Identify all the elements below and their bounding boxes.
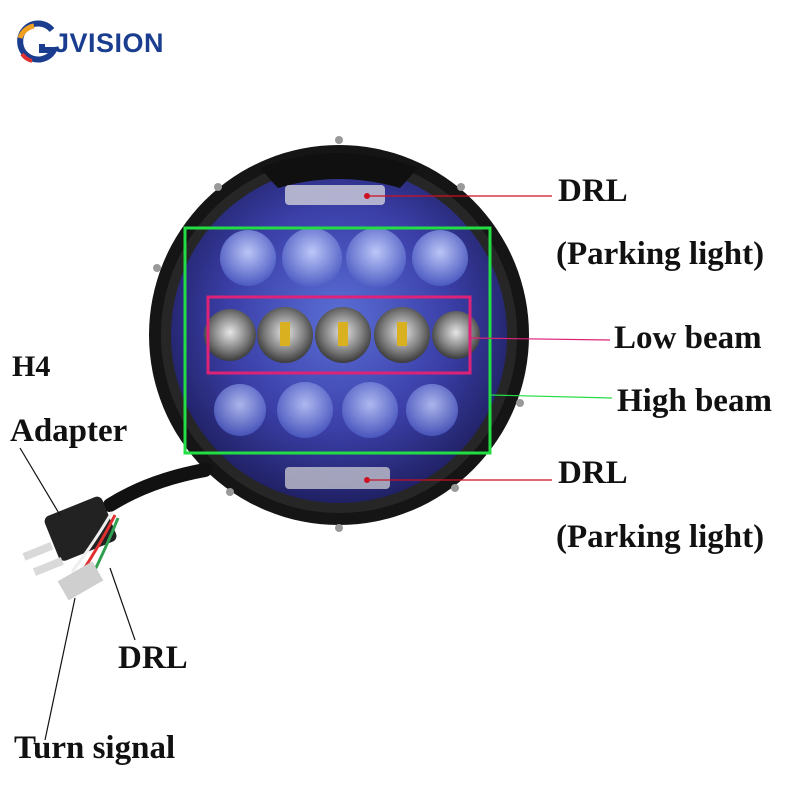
turn-signal-label: Turn signal — [14, 730, 176, 766]
adapter-label: Adapter — [10, 413, 128, 449]
high-beam-leds — [214, 228, 468, 438]
drl-wire-label: DRL — [118, 640, 188, 676]
h4-label: H4 — [12, 350, 51, 383]
low-beam-label: Low beam — [614, 320, 762, 356]
brand-name: JVISION — [54, 28, 165, 58]
drl-bottom-label: DRL — [558, 455, 628, 491]
jvision-logo-icon — [17, 20, 60, 63]
low-beam-leds — [204, 307, 480, 363]
parking-light-bottom-label: (Parking light) — [556, 519, 765, 555]
pointer-lines — [364, 193, 613, 483]
parking-light-top-label: (Parking light) — [556, 236, 765, 272]
high-beam-label: High beam — [617, 383, 772, 419]
high-beam-box — [183, 226, 492, 455]
drl-top-label: DRL — [558, 173, 628, 209]
drl-strip-top — [285, 185, 385, 205]
drl-strip-bottom — [285, 467, 390, 489]
low-beam-box — [206, 295, 472, 375]
wiring-harness — [19, 447, 212, 741]
